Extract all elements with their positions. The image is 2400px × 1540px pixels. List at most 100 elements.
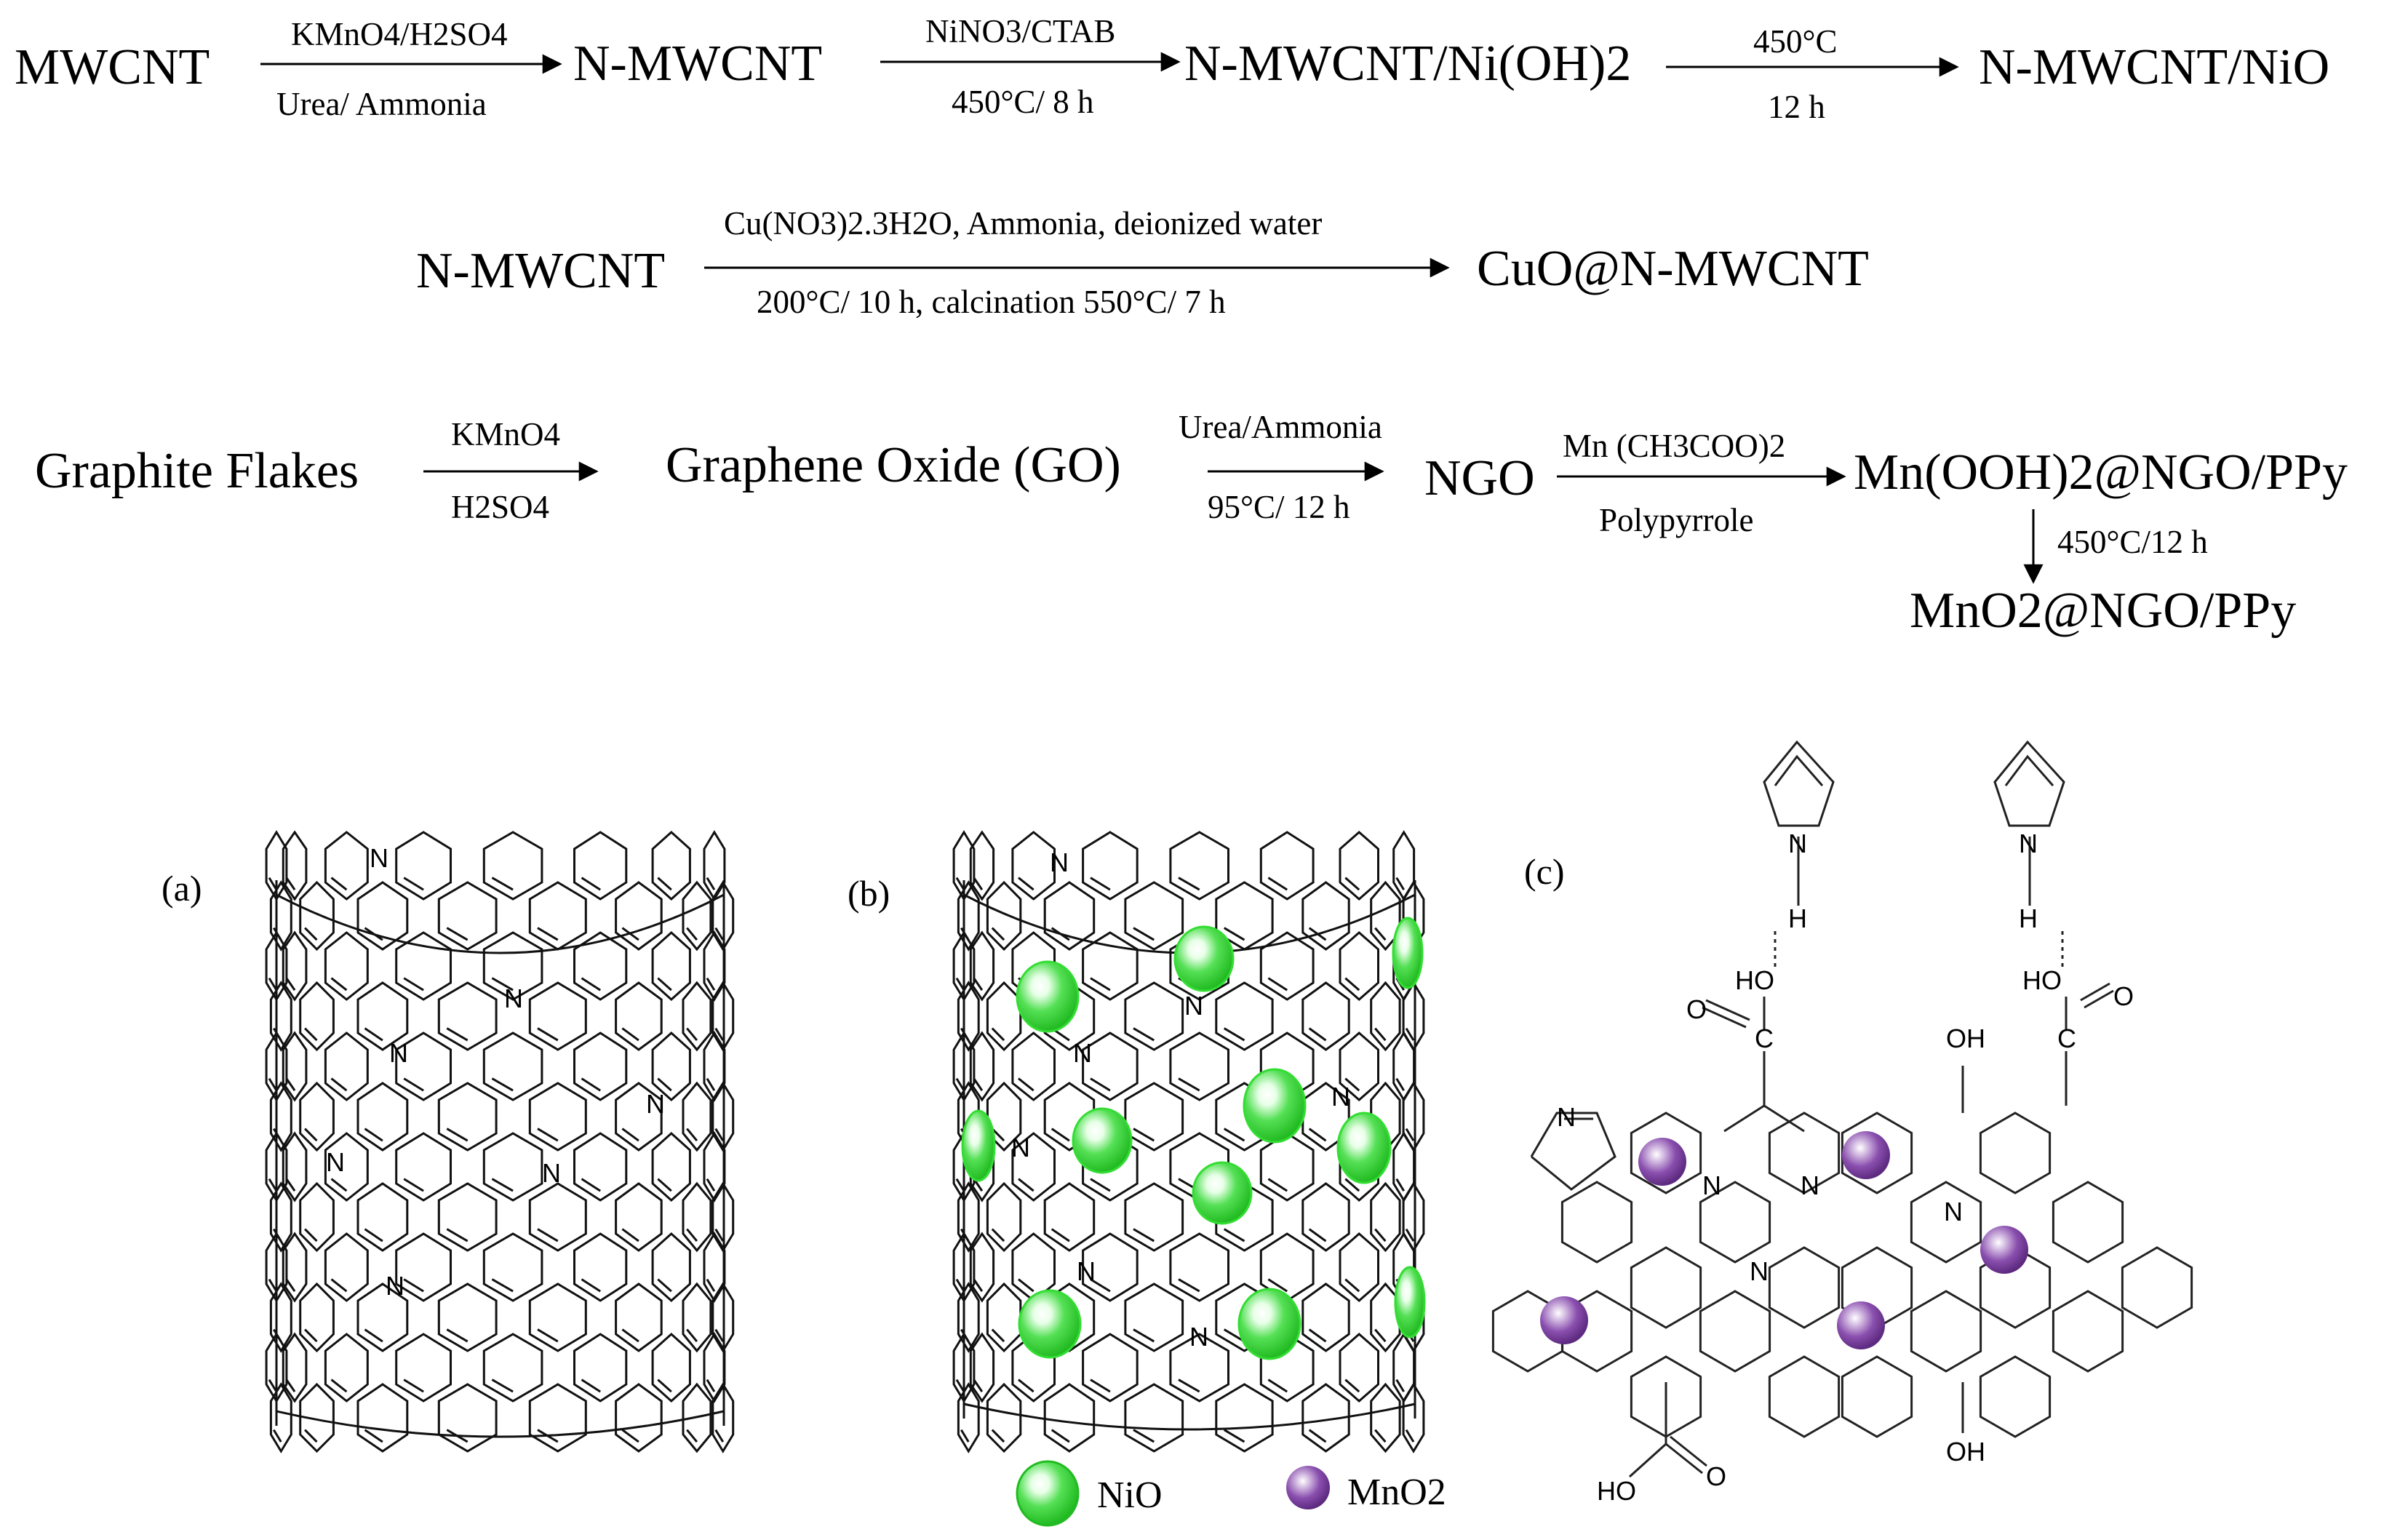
double-bond bbox=[991, 927, 1005, 941]
double-bond bbox=[1018, 1077, 1034, 1092]
conditions-label: 95°C/ 12 h bbox=[1208, 489, 1350, 525]
carbon-hexagon bbox=[615, 1383, 663, 1453]
oxygen-atom: O bbox=[1706, 1461, 1726, 1491]
polypyrrole-label: Polypyrrole bbox=[1599, 502, 1753, 538]
carbon-hexagon bbox=[1301, 1282, 1350, 1352]
carbon-hexagon bbox=[1259, 1132, 1315, 1202]
carbon-hexagon bbox=[282, 1232, 308, 1303]
carbon-hexagon bbox=[265, 1332, 288, 1403]
carbon-hexagon bbox=[957, 880, 980, 951]
nitrogen-atom: N bbox=[1077, 1256, 1096, 1286]
double-bond bbox=[268, 977, 278, 991]
double-bond bbox=[657, 877, 672, 891]
double-bond bbox=[1405, 1429, 1415, 1443]
nitrogen-atom: N bbox=[1073, 1038, 1092, 1068]
double-bond bbox=[621, 1027, 639, 1042]
double-bond bbox=[1223, 1128, 1245, 1142]
hydroxyl-label: HO bbox=[1735, 965, 1774, 995]
carbon-hexagon bbox=[265, 1232, 288, 1303]
double-bond bbox=[446, 1228, 469, 1242]
mno2-particle bbox=[1540, 1296, 1588, 1344]
double-bond bbox=[973, 1379, 984, 1392]
double-bond bbox=[537, 1027, 559, 1042]
double-bond bbox=[955, 1178, 965, 1192]
mno2-particles bbox=[1540, 1131, 2028, 1349]
carbon-hexagon bbox=[711, 1081, 735, 1152]
graphene-oxide-label: Graphene Oxide (GO) bbox=[666, 437, 1121, 493]
double-bond bbox=[491, 1077, 514, 1092]
carbon-hexagon bbox=[395, 831, 452, 901]
double-bond bbox=[1374, 927, 1387, 941]
double-bond bbox=[1090, 977, 1111, 992]
double-bond bbox=[1344, 977, 1360, 992]
double-bond bbox=[1090, 1379, 1111, 1393]
double-bond bbox=[1223, 1429, 1245, 1443]
carbon-hexagon bbox=[1301, 881, 1350, 951]
carbon-hexagon bbox=[1768, 1355, 1841, 1438]
double-bond bbox=[1090, 877, 1111, 891]
hydroxyl-label: OH bbox=[1946, 1437, 1985, 1467]
mn-acetate-label: Mn (CH3COO)2 bbox=[1563, 428, 1785, 464]
nitrogen-atom: N bbox=[1750, 1256, 1769, 1286]
double-bond bbox=[991, 1228, 1005, 1242]
double-bond bbox=[537, 1328, 559, 1343]
carbon-hexagon bbox=[1169, 1032, 1229, 1101]
double-bond bbox=[1267, 877, 1288, 891]
carbon-hexagon bbox=[269, 1282, 292, 1353]
pyrrole-double-bond bbox=[2004, 754, 2054, 786]
carbon-hexagon bbox=[356, 981, 409, 1051]
carbon-hexagon bbox=[615, 1182, 663, 1252]
panel-a-label: (a) bbox=[162, 868, 202, 909]
time-label: 12 h bbox=[1768, 89, 1825, 125]
double-bond bbox=[268, 877, 278, 890]
carbon-hexagon bbox=[2052, 1181, 2124, 1264]
carbon-hexagon bbox=[957, 1181, 980, 1253]
double-bond bbox=[1267, 1278, 1288, 1293]
carbon-hexagon bbox=[1043, 1182, 1096, 1252]
carbon-hexagon bbox=[1370, 981, 1401, 1052]
carbon-hexagon bbox=[711, 1282, 735, 1353]
double-bond bbox=[955, 1379, 965, 1392]
double-bond bbox=[621, 1429, 639, 1443]
carbon-atom: C bbox=[1755, 1024, 1774, 1053]
panel-b-label: (b) bbox=[848, 873, 890, 914]
double-bond bbox=[268, 1178, 278, 1192]
carbon-hexagon bbox=[1043, 1383, 1096, 1453]
double-bond bbox=[1395, 1077, 1405, 1091]
nanotube-n-labels: N N N N N N N bbox=[326, 843, 665, 1301]
legend: NiO MnO2 bbox=[1016, 1460, 1446, 1527]
carbon-hexagon bbox=[1124, 1082, 1184, 1152]
carbon-hexagon bbox=[324, 1333, 369, 1403]
oxygen-atom: O bbox=[1686, 994, 1707, 1024]
carbon-hexagon bbox=[299, 1282, 335, 1353]
ngo-label: NGO bbox=[1424, 450, 1535, 506]
double-bond bbox=[491, 1178, 514, 1192]
double-bond bbox=[285, 1379, 296, 1392]
double-bond bbox=[1344, 1178, 1360, 1192]
double-bond bbox=[1133, 1429, 1155, 1443]
carbon-hexagon bbox=[395, 1032, 452, 1101]
hydrogen-atom: H bbox=[2019, 903, 2038, 933]
double-bond bbox=[1090, 1077, 1111, 1092]
double-bond bbox=[1267, 1178, 1288, 1192]
double-bond bbox=[304, 1027, 318, 1042]
carbon-hexagon bbox=[573, 931, 628, 1001]
double-bond bbox=[1018, 877, 1034, 891]
carbon-hexagon bbox=[1339, 1333, 1379, 1403]
double-bond bbox=[1308, 1228, 1327, 1242]
carbon-hexagon bbox=[573, 831, 628, 901]
double-bond bbox=[955, 977, 965, 991]
carbon-hexagon bbox=[986, 1081, 1022, 1152]
hydroxyl-label: HO bbox=[1597, 1476, 1636, 1506]
double-bond bbox=[364, 1328, 383, 1343]
double-bond bbox=[330, 1278, 348, 1293]
carbon-hexagon bbox=[957, 1282, 980, 1353]
carbon-hexagon bbox=[1339, 931, 1379, 1001]
double-bond bbox=[1395, 877, 1405, 890]
mwcnt-label: MWCNT bbox=[15, 39, 210, 95]
double-bond bbox=[1018, 1379, 1034, 1393]
carbon-hexagon bbox=[1011, 831, 1056, 901]
double-bond bbox=[1133, 1328, 1155, 1343]
nitrogen-atom: N bbox=[504, 984, 523, 1013]
cu-reagents-label: Cu(NO3)2.3H2O, Ammonia, deionized water bbox=[724, 205, 1322, 242]
